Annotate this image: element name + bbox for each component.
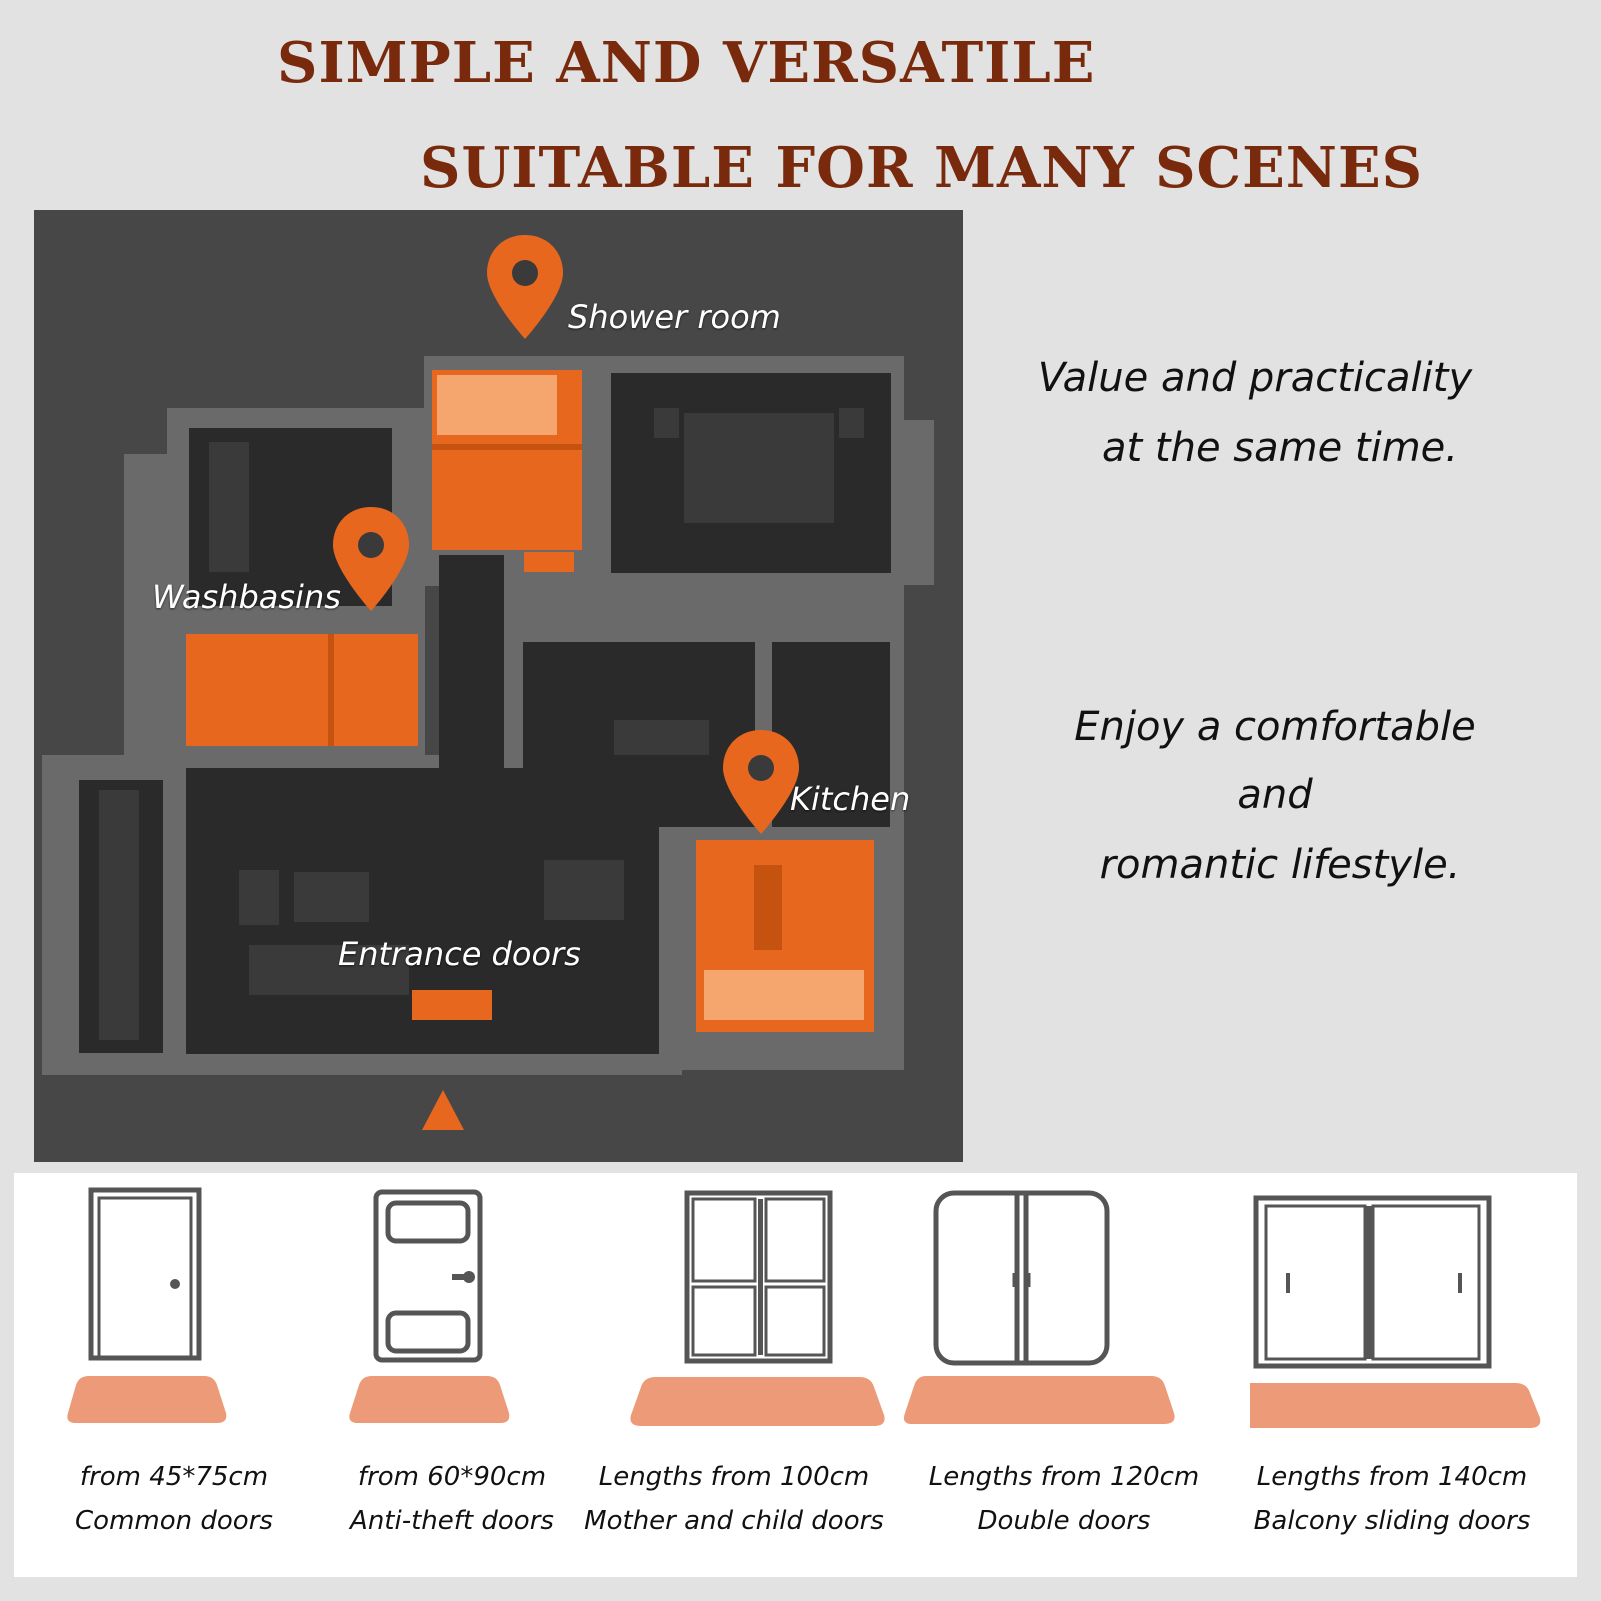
door-type-mother-child: Lengths from 100cm Mother and child door… [574,1173,894,1577]
mat-icon [630,1377,885,1426]
mat-icon [1250,1383,1541,1428]
door-type-balcony-sliding: Lengths from 140cm Balcony sliding doors [1250,1173,1570,1577]
slogan-value-line-1: Value and practicality [1037,355,1473,401]
floor-plan-illustration: Shower room Washbasins Kitchen Entrance … [34,210,963,1162]
kitchen-label: Kitchen [790,780,911,818]
kitchen-pin-icon [723,730,799,834]
title-line-2: SUITABLE FOR MANY SCENES [420,135,1424,201]
door-type-double: Lengths from 120cm Double doors [904,1173,1224,1577]
slogan-enjoy-line-2: and [1237,772,1313,818]
door-size-double: Lengths from 120cm [928,1462,1200,1492]
common-door-icon [88,1187,202,1361]
door-size-mother-child: Lengths from 100cm [598,1462,870,1492]
door-type-common: from 45*75cm Common doors [14,1173,334,1577]
door-size-balcony-sliding: Lengths from 140cm [1256,1462,1528,1492]
door-types-panel: from 45*75cm Common doors from 60*90cm A… [14,1173,1577,1577]
slogan-enjoy-line-3: romantic lifestyle. [1099,842,1461,888]
washbasins-label: Washbasins [152,578,341,616]
door-size-anti-theft: from 60*90cm [357,1462,547,1492]
mat-icon [349,1376,510,1423]
double-door-icon [933,1190,1110,1366]
mat-icon [904,1376,1175,1424]
mat-icon [67,1376,227,1423]
anti-theft-door-icon [373,1189,483,1363]
washbasins-pin-icon [333,507,409,611]
slogan-enjoy-line-1: Enjoy a comfortable [1074,704,1476,750]
door-size-common: from 45*75cm [79,1462,269,1492]
mother-child-door-icon [684,1190,833,1364]
shower-room-pin-icon [487,235,563,339]
door-type-anti-theft: from 60*90cm Anti-theft doors [292,1173,612,1577]
entrance-doors-label: Entrance doors [338,935,581,973]
title-line-1: SIMPLE AND VERSATILE [277,30,1096,96]
door-name-anti-theft: Anti-theft doors [350,1506,554,1536]
door-name-balcony-sliding: Balcony sliding doors [1253,1506,1531,1536]
door-name-mother-child: Mother and child doors [584,1506,884,1536]
door-name-double: Double doors [977,1506,1151,1536]
door-name-common: Common doors [75,1506,273,1536]
shower-room-label: Shower room [568,298,781,336]
slogan-value-line-2: at the same time. [1102,425,1458,471]
